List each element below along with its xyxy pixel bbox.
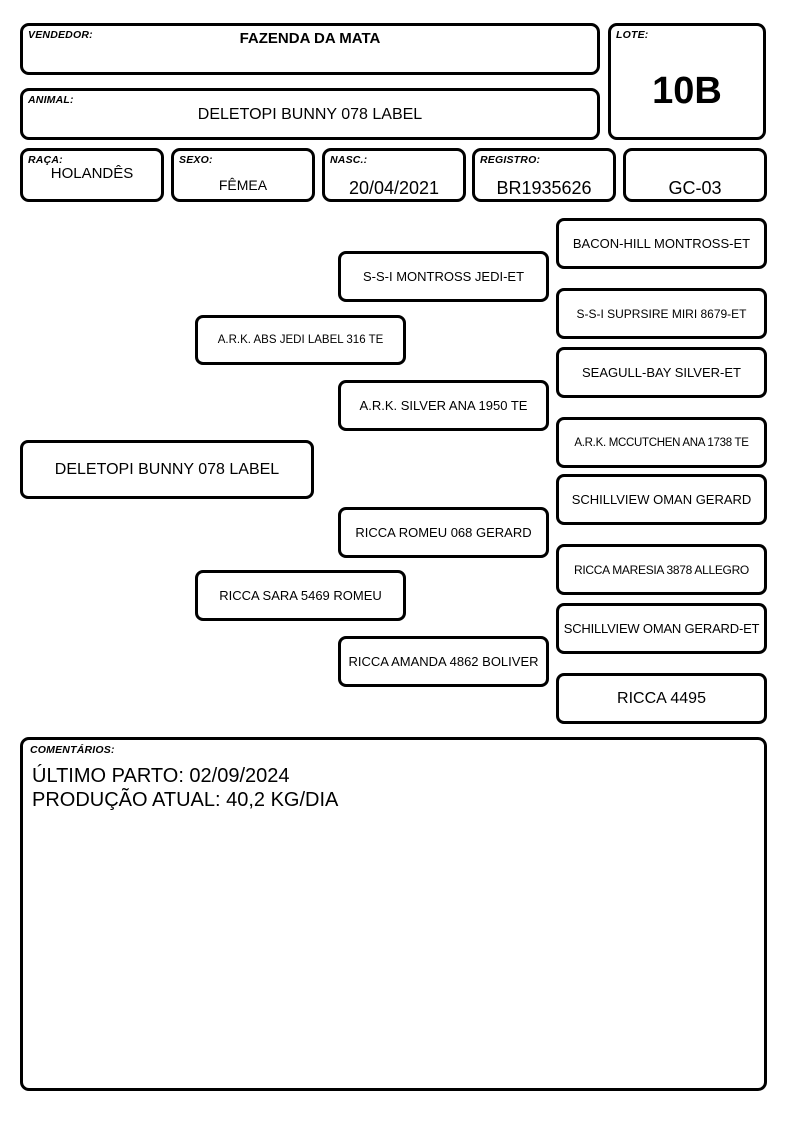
animal-label: ANIMAL:	[28, 94, 74, 106]
pedigree-ggp-1: BACON-HILL MONTROSS-ET	[556, 218, 767, 269]
pedigree-dam-dam: RICCA AMANDA 4862 BOLIVER	[338, 636, 549, 687]
pedigree-ggp-3-name: SEAGULL-BAY SILVER-ET	[582, 365, 741, 380]
pedigree-ggp-2-name: S-S-I SUPRSIRE MIRI 8679-ET	[576, 306, 747, 321]
pedigree-ggp-2: S-S-I SUPRSIRE MIRI 8679-ET	[556, 288, 767, 339]
group-value: GC-03	[668, 178, 722, 198]
pedigree-sire-dam-name: A.R.K. SILVER ANA 1950 TE	[359, 398, 528, 413]
pedigree-ggp-4-name: A.R.K. MCCUTCHEN ANA 1738 TE	[574, 436, 749, 449]
registry-label: REGISTRO:	[480, 154, 541, 166]
comment-line: PRODUÇÃO ATUAL: 40,2 KG/DIA	[32, 789, 339, 811]
pedigree-sire-dam: A.R.K. SILVER ANA 1950 TE	[338, 380, 549, 431]
seller-box: VENDEDOR: FAZENDA DA MATA	[20, 23, 600, 75]
lot-label: LOTE:	[616, 29, 649, 41]
pedigree-ggp-5: SCHILLVIEW OMAN GERARD	[556, 474, 767, 525]
comments-label: COMENTÁRIOS:	[30, 744, 115, 756]
pedigree-ggp-8: RICCA 4495	[556, 673, 767, 724]
pedigree-dam-dam-name: RICCA AMANDA 4862 BOLIVER	[348, 654, 539, 669]
pedigree-dam-sire: RICCA ROMEU 068 GERARD	[338, 507, 549, 558]
lot-value: 10B	[652, 70, 722, 112]
lot-box: LOTE: 10B	[608, 23, 766, 140]
pedigree-sire-sire-name: S-S-I MONTROSS JEDI-ET	[362, 269, 525, 284]
pedigree-ggp-8-name: RICCA 4495	[617, 689, 706, 707]
breed-box: RAÇA: HOLANDÊS	[20, 148, 164, 202]
pedigree-animal-name: DELETOPI BUNNY 078 LABEL	[54, 460, 280, 478]
seller-value: FAZENDA DA MATA	[239, 30, 381, 47]
birth-value: 20/04/2021	[348, 178, 440, 198]
pedigree-ggp-6-name: RICCA MARESIA 3878 ALLEGRO	[574, 562, 749, 577]
pedigree-animal: DELETOPI BUNNY 078 LABEL	[20, 440, 314, 499]
registry-value: BR1935626	[496, 178, 592, 198]
breed-value: HOLANDÊS	[50, 165, 134, 182]
pedigree-ggp-5-name: SCHILLVIEW OMAN GERARD	[571, 492, 752, 507]
pedigree-dam-name: RICCA SARA 5469 ROMEU	[219, 588, 382, 603]
pedigree-sire-name: A.R.K. ABS JEDI LABEL 316 TE	[217, 334, 384, 346]
pedigree-ggp-7: SCHILLVIEW OMAN GERARD-ET	[556, 603, 767, 654]
comments-text: ÚLTIMO PARTO: 02/09/2024 PRODUÇÃO ATUAL:…	[32, 764, 338, 812]
pedigree-sire: A.R.K. ABS JEDI LABEL 316 TE	[195, 315, 406, 365]
sex-label: SEXO:	[179, 154, 213, 166]
pedigree-ggp-1-name: BACON-HILL MONTROSS-ET	[572, 236, 751, 251]
pedigree-ggp-4: A.R.K. MCCUTCHEN ANA 1738 TE	[556, 417, 767, 468]
pedigree-dam: RICCA SARA 5469 ROMEU	[195, 570, 406, 621]
birth-box: NASC.: 20/04/2021	[322, 148, 466, 202]
animal-value: DELETOPI BUNNY 078 LABEL	[197, 106, 423, 123]
pedigree-sire-sire: S-S-I MONTROSS JEDI-ET	[338, 251, 549, 302]
sex-value: FÊMEA	[218, 177, 268, 193]
group-box: GC-03	[623, 148, 767, 202]
breed-label: RAÇA:	[28, 154, 63, 166]
seller-label: VENDEDOR:	[28, 29, 93, 41]
comment-line: ÚLTIMO PARTO: 02/09/2024	[32, 765, 290, 787]
pedigree-ggp-7-name: SCHILLVIEW OMAN GERARD-ET	[563, 621, 760, 636]
animal-box: ANIMAL: DELETOPI BUNNY 078 LABEL	[20, 88, 600, 140]
pedigree-ggp-3: SEAGULL-BAY SILVER-ET	[556, 347, 767, 398]
sex-box: SEXO: FÊMEA	[171, 148, 315, 202]
pedigree-ggp-6: RICCA MARESIA 3878 ALLEGRO	[556, 544, 767, 595]
comments-box: COMENTÁRIOS: ÚLTIMO PARTO: 02/09/2024 PR…	[20, 737, 767, 1091]
pedigree-dam-sire-name: RICCA ROMEU 068 GERARD	[355, 525, 532, 540]
birth-label: NASC.:	[330, 154, 368, 166]
registry-box: REGISTRO: BR1935626	[472, 148, 616, 202]
